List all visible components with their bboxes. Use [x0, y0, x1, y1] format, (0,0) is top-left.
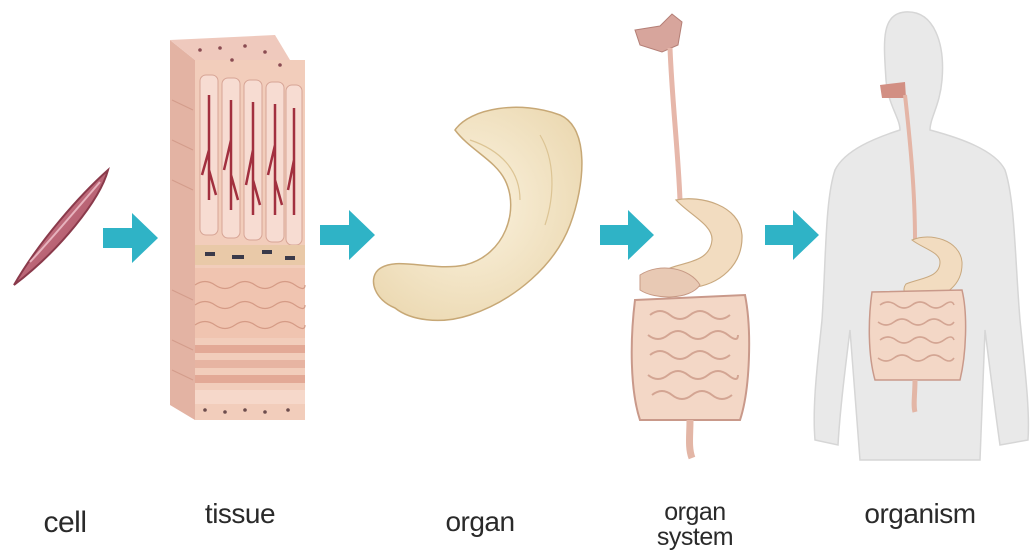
label-organ-system-line1: organ — [630, 500, 760, 525]
label-organism: organism — [850, 500, 990, 528]
arrow-right-icon — [320, 210, 375, 260]
label-cell: cell — [30, 508, 100, 538]
label-organ-system: organ system — [630, 500, 760, 550]
label-tissue: tissue — [185, 500, 295, 528]
label-organ: organ — [425, 508, 535, 536]
cell-illustration — [14, 170, 108, 285]
tissue-illustration — [170, 35, 305, 420]
organ-illustration — [373, 107, 581, 320]
organism-illustration — [814, 12, 1028, 460]
arrow-right-icon — [103, 213, 158, 263]
label-organ-system-line2: system — [630, 525, 760, 550]
arrow-right-icon — [600, 210, 654, 260]
arrow-right-icon — [765, 210, 819, 260]
